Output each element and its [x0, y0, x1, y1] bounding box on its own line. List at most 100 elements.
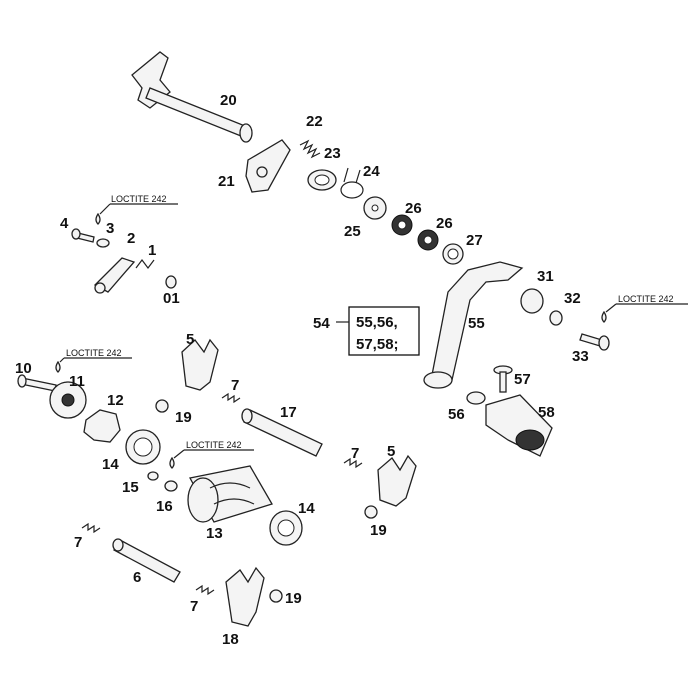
callout-7d: 7 — [190, 598, 198, 615]
pedal-tip-part-58 — [485, 394, 553, 457]
screw-part-15 — [147, 471, 159, 481]
callout-7b: 7 — [351, 445, 359, 462]
leader-line-c — [59, 357, 65, 363]
drop-icon-b — [601, 310, 607, 323]
shift-fork-part-5b — [377, 454, 417, 507]
callout-1: 1 — [148, 242, 156, 259]
leader-line-b — [605, 303, 617, 313]
roller-part-19a — [155, 399, 169, 413]
bearing-part-14a — [125, 429, 161, 465]
callout-27: 27 — [466, 232, 483, 249]
spring-part-7c — [81, 522, 101, 534]
bearing-part-14b — [269, 510, 303, 546]
callout-25: 25 — [344, 223, 361, 240]
needle-bearing-part-26a — [391, 214, 413, 236]
callout-19a: 19 — [175, 409, 192, 426]
callout-2: 2 — [127, 230, 135, 247]
kit-box-line1: 55,56, — [356, 314, 398, 331]
callout-3: 3 — [106, 220, 114, 237]
callout-7a: 7 — [231, 377, 239, 394]
callout-22: 22 — [306, 113, 323, 130]
callout-18: 18 — [222, 631, 239, 648]
bushing-part-27 — [442, 243, 464, 265]
callout-10: 10 — [15, 360, 32, 377]
roller-part-01 — [165, 275, 177, 289]
callout-23: 23 — [324, 145, 341, 162]
callout-11: 11 — [69, 373, 85, 390]
callout-21: 21 — [218, 173, 235, 190]
fork-rod-part-17 — [241, 408, 323, 457]
callout-16: 16 — [156, 498, 173, 515]
callout-14a: 14 — [102, 456, 119, 473]
spring-part-22 — [299, 139, 321, 159]
callout-7c: 7 — [74, 534, 82, 551]
bolt-part-10 — [17, 374, 57, 392]
kit-box-line2: 57,58; — [356, 336, 399, 353]
drop-icon-c — [55, 360, 61, 373]
callout-4: 4 — [60, 215, 69, 232]
pin-part-16 — [164, 480, 178, 492]
spring-part-1 — [135, 259, 155, 269]
spring-part-24 — [340, 167, 364, 199]
callout-14b: 14 — [298, 500, 315, 517]
spring-part-56 — [466, 391, 486, 405]
loctite-label-d: LOCTITE 242 — [186, 440, 242, 450]
shift-drum-part-13 — [187, 465, 273, 523]
callout-32: 32 — [564, 290, 581, 307]
shift-fork-part-18 — [225, 566, 265, 627]
star-plate-part-12 — [83, 409, 121, 443]
shift-shaft-part-20 — [131, 51, 253, 143]
loctite-label-c: LOCTITE 242 — [66, 348, 122, 358]
roller-part-19c — [269, 589, 283, 603]
spring-part-7b — [343, 457, 363, 469]
drop-icon-a — [95, 212, 101, 225]
callout-26a: 26 — [405, 200, 422, 217]
callout-01: 01 — [163, 290, 180, 307]
callout-33: 33 — [572, 348, 589, 365]
roller-part-19b — [364, 505, 378, 519]
callout-54: 54 — [313, 315, 330, 332]
callout-58: 58 — [538, 404, 555, 421]
shift-lever-plate-part-21 — [245, 139, 291, 193]
pin-part-57 — [493, 365, 513, 393]
callout-57: 57 — [514, 371, 531, 388]
callout-20: 20 — [220, 92, 237, 109]
callout-15: 15 — [122, 479, 139, 496]
drop-icon-d — [169, 456, 175, 469]
callout-31: 31 — [537, 268, 554, 285]
leader-line-d — [173, 449, 185, 459]
callout-55: 55 — [468, 315, 485, 332]
kit-box — [348, 306, 420, 356]
shift-pedal-part-55 — [423, 261, 524, 389]
cam-part-11 — [49, 381, 87, 419]
loctite-label-a: LOCTITE 242 — [111, 194, 167, 204]
clip-part-23 — [307, 169, 337, 191]
callout-24: 24 — [363, 163, 380, 180]
callout-17: 17 — [280, 404, 297, 421]
bolt-part-4 — [71, 228, 95, 243]
spring-part-7a — [221, 392, 241, 404]
washer-part-32 — [549, 310, 563, 326]
callout-5a: 5 — [186, 331, 194, 348]
lever-part-2 — [93, 257, 136, 294]
loctite-label-b: LOCTITE 242 — [618, 294, 674, 304]
callout-6: 6 — [133, 569, 141, 586]
washer-part-31 — [520, 288, 544, 314]
needle-bearing-part-26b — [417, 229, 439, 251]
bolt-part-33 — [579, 333, 610, 351]
callout-19c: 19 — [285, 590, 302, 607]
callout-5b: 5 — [387, 443, 395, 460]
callout-13: 13 — [206, 525, 223, 542]
callout-56: 56 — [448, 406, 465, 423]
callout-12: 12 — [107, 392, 124, 409]
callout-19b: 19 — [370, 522, 387, 539]
washer-part-25 — [363, 196, 387, 220]
washer-part-3 — [96, 238, 110, 248]
spring-part-7d — [195, 584, 215, 596]
leader-line-a — [99, 203, 111, 215]
shift-fork-part-5a — [181, 338, 219, 391]
callout-26b: 26 — [436, 215, 453, 232]
fork-rod-part-6 — [112, 538, 181, 583]
